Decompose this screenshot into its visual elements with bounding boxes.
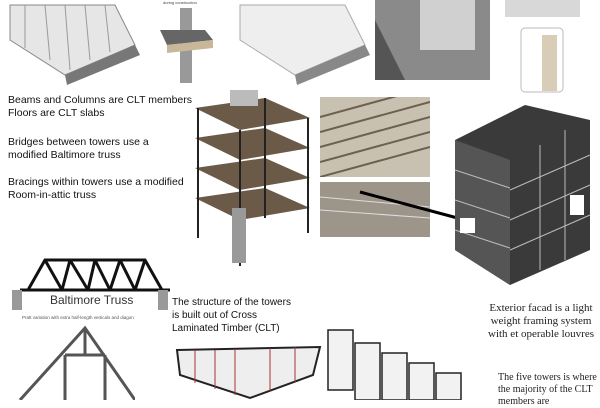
note-bridges: Bridges between towers use a modified Ba… xyxy=(8,136,149,161)
facade-cube xyxy=(454,105,591,285)
facade-frame-drawing xyxy=(175,345,322,400)
tower-render-1 xyxy=(9,4,140,85)
towers-text: The five towers is where the majority of… xyxy=(498,372,597,407)
clt-frame-structure xyxy=(195,90,310,266)
five-towers-drawing xyxy=(327,329,462,400)
note-beams: Beams and Columns are CLT members xyxy=(8,94,193,106)
note-bracings: Bracings within towers use a modified Ro… xyxy=(8,176,184,201)
wall-layer-detail xyxy=(520,27,564,93)
truss-caption: Pratt variation with extra half-length v… xyxy=(22,315,134,320)
column-joint-detail xyxy=(160,8,213,83)
facade-text: Exterior facad is a light weight framing… xyxy=(488,302,594,340)
pointer-line xyxy=(359,190,466,222)
baltimore-truss-drawing xyxy=(12,258,170,310)
attic-truss-drawing xyxy=(18,325,135,400)
structure-text: The structure of the towers is built out… xyxy=(172,297,291,334)
aerial-photo xyxy=(375,0,490,80)
clt-panel-photo xyxy=(320,182,430,237)
note-floors: Floors are CLT slabs xyxy=(8,107,105,119)
wall-section-detail xyxy=(505,0,580,17)
louvre-photo xyxy=(320,97,430,177)
construction-caption: during construction xyxy=(163,0,197,5)
tower-render-2 xyxy=(239,4,370,85)
truss-title: Baltimore Truss xyxy=(50,293,134,307)
